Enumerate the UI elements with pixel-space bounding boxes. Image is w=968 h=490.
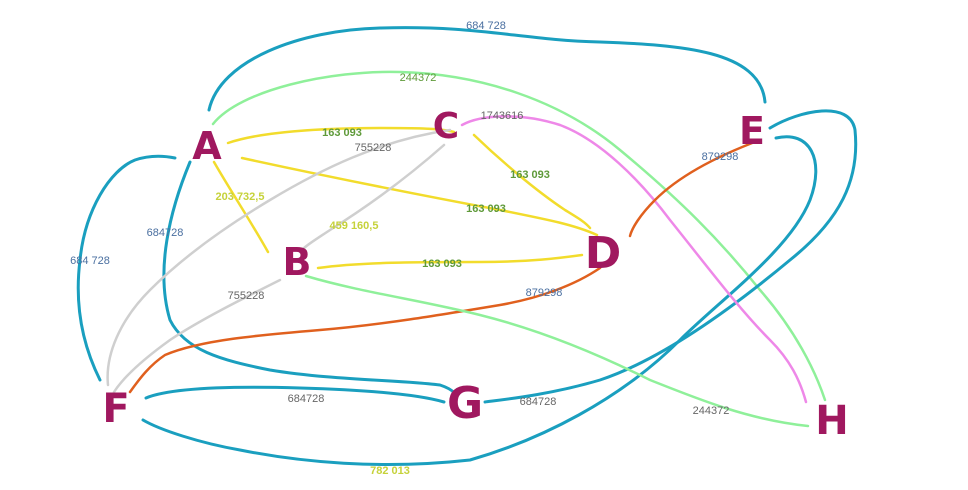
- edge-a-g: [162, 160, 458, 402]
- edge-label-a-c: 163 093: [322, 127, 362, 139]
- edge-c-h: [460, 115, 808, 404]
- edge-b-h: [304, 274, 810, 428]
- edge-a-h: [211, 70, 827, 402]
- edge-e-g: [483, 109, 858, 404]
- node-e: E: [739, 109, 765, 153]
- edge-label-a-e: 684 728: [466, 20, 506, 32]
- edge-label-b-f: 755228: [228, 290, 265, 302]
- node-b: B: [283, 240, 312, 284]
- edge-label-f-g: 684728: [288, 393, 325, 405]
- edge-label-f-a: 684 728: [70, 255, 110, 267]
- edge-labels: 684 728 244372 163 093 755228 1743616 87…: [70, 20, 738, 477]
- edge-b-d: [316, 253, 584, 270]
- edge-label-c-h: 1743616: [481, 110, 524, 122]
- edge-e-f: [141, 135, 818, 467]
- edge-c-f: [106, 128, 452, 387]
- edge-a-e: [207, 26, 767, 112]
- edge-label-f-d: 879298: [526, 287, 563, 299]
- edge-label-a-b: 203 732,5: [216, 191, 265, 203]
- edge-f-g: [144, 385, 446, 404]
- node-c: C: [433, 106, 459, 147]
- edge-label-b-d: 163 093: [422, 258, 462, 270]
- nodes: A B C D E F G H: [102, 106, 848, 444]
- edge-label-a-h: 244372: [400, 72, 437, 84]
- edge-e-d: [628, 138, 762, 238]
- edge-b-f: [112, 278, 282, 394]
- edge-label-c-b: 459 160,5: [330, 220, 379, 232]
- node-f: F: [102, 386, 129, 432]
- edge-c-b: [298, 143, 446, 254]
- edge-label-e-d: 879298: [702, 151, 739, 163]
- edge-label-c-f: 755228: [355, 142, 392, 154]
- edge-label-f-e: 782 013: [370, 465, 410, 477]
- edges: [76, 26, 858, 467]
- edge-a-c: [226, 126, 456, 145]
- node-g: G: [447, 378, 483, 429]
- node-d: D: [585, 228, 622, 279]
- edge-f-d: [128, 266, 602, 394]
- edge-label-a-g: 684728: [147, 227, 184, 239]
- node-h: H: [815, 398, 848, 444]
- edge-label-a-d: 163 093: [466, 203, 506, 215]
- edge-a-d: [240, 156, 599, 237]
- edge-f-a: [76, 154, 177, 382]
- edge-a-b: [212, 160, 270, 254]
- node-a: A: [192, 124, 222, 168]
- edge-label-b-h: 244372: [693, 405, 730, 417]
- edge-label-c-d: 163 093: [510, 169, 550, 181]
- edge-label-g-e: 684728: [520, 396, 557, 408]
- edge-c-d: [472, 133, 592, 230]
